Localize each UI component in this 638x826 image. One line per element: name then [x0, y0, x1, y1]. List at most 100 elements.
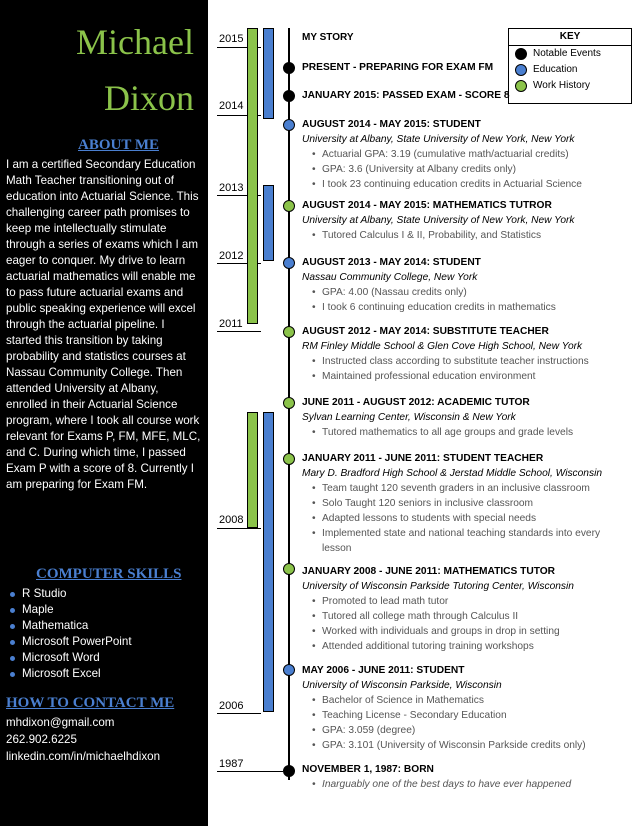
entry-bullet: Bachelor of Science in Mathematics	[312, 693, 632, 708]
timeline-entry: MAY 2006 - JUNE 2011: STUDENT University…	[302, 663, 632, 753]
about-heading: ABOUT ME	[78, 137, 159, 153]
year-tick	[217, 263, 261, 264]
timeline-entry: JANUARY 2008 - JUNE 2011: MATHEMATICS TU…	[302, 564, 632, 654]
timeline-entry: JANUARY 2011 - JUNE 2011: STUDENT TEACHE…	[302, 451, 632, 556]
work-history-dot-icon	[515, 80, 527, 92]
entry-bullet: I took 23 continuing education credits i…	[312, 177, 632, 192]
skills-heading: COMPUTER SKILLS	[36, 566, 182, 582]
event-dot	[283, 62, 295, 74]
entry-subtitle: Mary D. Bradford High School & Jerstad M…	[302, 468, 602, 479]
entry-bullets: Actuarial GPA: 3.19 (cumulative math/act…	[302, 147, 632, 192]
timeline-entry: AUGUST 2013 - MAY 2014: STUDENT Nassau C…	[302, 255, 632, 315]
entry-bullet: Maintained professional education enviro…	[312, 369, 632, 384]
key-label: Work History	[533, 80, 591, 91]
year-tick	[217, 195, 261, 196]
education-dot	[283, 257, 295, 269]
entry-bullets: Team taught 120 seventh graders in an in…	[302, 481, 632, 556]
key-label: Education	[533, 64, 578, 75]
entry-bullets: Inarguably one of the best days to have …	[302, 777, 632, 792]
entry-subtitle: University of Wisconsin Parkside, Wiscon…	[302, 680, 502, 691]
year-tick	[217, 713, 261, 714]
key-item: Notable Events	[509, 46, 631, 62]
entry-subtitle: University of Wisconsin Parkside Tutorin…	[302, 581, 574, 592]
skill-item: Maple	[10, 602, 132, 618]
entry-title: JANUARY 2015: PASSED EXAM - SCORE 8	[302, 90, 510, 101]
entry-bullet: Implemented state and national teaching …	[312, 526, 602, 556]
entry-bullet: GPA: 4.00 (Nassau credits only)	[312, 285, 632, 300]
timeline-entry: AUGUST 2014 - MAY 2015: MATHEMATICS TUTR…	[302, 198, 632, 243]
entry-bullet: Worked with individuals and groups in dr…	[312, 624, 632, 639]
entry-subtitle: University at Albany, State University o…	[302, 215, 575, 226]
contact-heading: HOW TO CONTACT ME	[6, 695, 175, 711]
entry-title: MAY 2006 - JUNE 2011: STUDENT	[302, 665, 465, 676]
entry-title: AUGUST 2013 - MAY 2014: STUDENT	[302, 257, 481, 268]
year-tick	[217, 115, 261, 116]
work-dot	[283, 200, 295, 212]
skills-list: R Studio Maple Mathematica Microsoft Pow…	[10, 586, 132, 682]
year-tick	[217, 771, 283, 772]
timeline-entry: PRESENT - PREPARING FOR EXAM FM	[302, 60, 632, 75]
key-item: Education	[509, 62, 631, 78]
education-dot	[283, 664, 295, 676]
key-heading: KEY	[509, 29, 631, 46]
timeline-entry: AUGUST 2012 - MAY 2014: SUBSTITUTE TEACH…	[302, 324, 632, 384]
event-dot	[283, 90, 295, 102]
key-label: Notable Events	[533, 48, 601, 59]
notable-events-dot-icon	[515, 48, 527, 60]
education-bar	[263, 412, 274, 712]
year-tick	[217, 528, 261, 529]
timeline-title: MY STORY	[302, 32, 354, 43]
year-label: 2015	[219, 33, 244, 45]
entry-bullet: GPA: 3.6 (University at Albany credits o…	[312, 162, 632, 177]
entry-title: PRESENT - PREPARING FOR EXAM FM	[302, 62, 494, 73]
education-dot-icon	[515, 64, 527, 76]
entry-bullet: GPA: 3.101 (University of Wisconsin Park…	[312, 738, 632, 753]
entry-bullets: Bachelor of Science in Mathematics Teach…	[302, 693, 632, 753]
entry-bullet: Promoted to lead math tutor	[312, 594, 632, 609]
year-label: 2013	[219, 182, 244, 194]
entry-bullet: Actuarial GPA: 3.19 (cumulative math/act…	[312, 147, 632, 162]
key-item: Work History	[509, 78, 631, 94]
education-bar	[263, 185, 274, 261]
year-tick	[217, 331, 261, 332]
timeline-entry: JUNE 2011 - AUGUST 2012: ACADEMIC TUTOR …	[302, 395, 632, 440]
year-label: 2012	[219, 250, 244, 262]
entry-title: NOVEMBER 1, 1987: BORN	[302, 764, 434, 775]
entry-bullets: GPA: 4.00 (Nassau credits only) I took 6…	[302, 285, 632, 315]
entry-bullet: I took 6 continuing education credits in…	[312, 300, 632, 315]
entry-subtitle: Nassau Community College, New York	[302, 272, 478, 283]
work-dot	[283, 453, 295, 465]
linkedin-link[interactable]: linkedin.com/in/michaelhdixon	[6, 750, 161, 763]
entry-bullets: Tutored Calculus I & II, Probability, an…	[302, 228, 632, 243]
email-link[interactable]: mhdixon@gmail.com	[6, 716, 115, 729]
work-dot	[283, 326, 295, 338]
entry-bullet: Tutored all college math through Calculu…	[312, 609, 632, 624]
timeline-entry: NOVEMBER 1, 1987: BORN Inarguably one of…	[302, 762, 632, 792]
skill-item: Microsoft Word	[10, 650, 132, 666]
sidebar: Michael Dixon ABOUT ME I am a certified …	[0, 0, 208, 826]
contact-info: mhdixon@gmail.com 262.902.6225 linkedin.…	[6, 714, 160, 765]
work-history-bar	[247, 28, 258, 324]
entry-bullet: Solo Taught 120 seniors in inclusive cla…	[312, 496, 632, 511]
phone-number: 262.902.6225	[6, 733, 77, 746]
about-text: I am a certified Secondary Education Mat…	[6, 158, 201, 491]
entry-title: AUGUST 2014 - MAY 2015: MATHEMATICS TUTR…	[302, 200, 552, 211]
entry-bullet: Inarguably one of the best days to have …	[312, 777, 632, 792]
timeline-entry: JANUARY 2015: PASSED EXAM - SCORE 8	[302, 88, 632, 103]
event-dot	[283, 765, 295, 777]
entry-bullet: GPA: 3.059 (degree)	[312, 723, 632, 738]
entry-title: AUGUST 2012 - MAY 2014: SUBSTITUTE TEACH…	[302, 326, 549, 337]
entry-title: JANUARY 2011 - JUNE 2011: STUDENT TEACHE…	[302, 453, 544, 464]
skill-item: Microsoft PowerPoint	[10, 635, 132, 648]
entry-subtitle: University at Albany, State University o…	[302, 134, 575, 145]
entry-bullets: Instructed class according to substitute…	[302, 354, 632, 384]
skill-item: R Studio	[10, 586, 132, 602]
year-label: 2008	[219, 514, 244, 526]
year-label: 2014	[219, 100, 244, 112]
entry-bullet: Tutored mathematics to all age groups an…	[312, 425, 632, 440]
entry-bullets: Tutored mathematics to all age groups an…	[302, 425, 632, 440]
entry-title: JANUARY 2008 - JUNE 2011: MATHEMATICS TU…	[302, 566, 556, 577]
work-dot	[283, 563, 295, 575]
entry-bullet: Adapted lessons to students with special…	[312, 511, 632, 526]
timeline-entry: AUGUST 2014 - MAY 2015: STUDENT Universi…	[302, 117, 632, 192]
